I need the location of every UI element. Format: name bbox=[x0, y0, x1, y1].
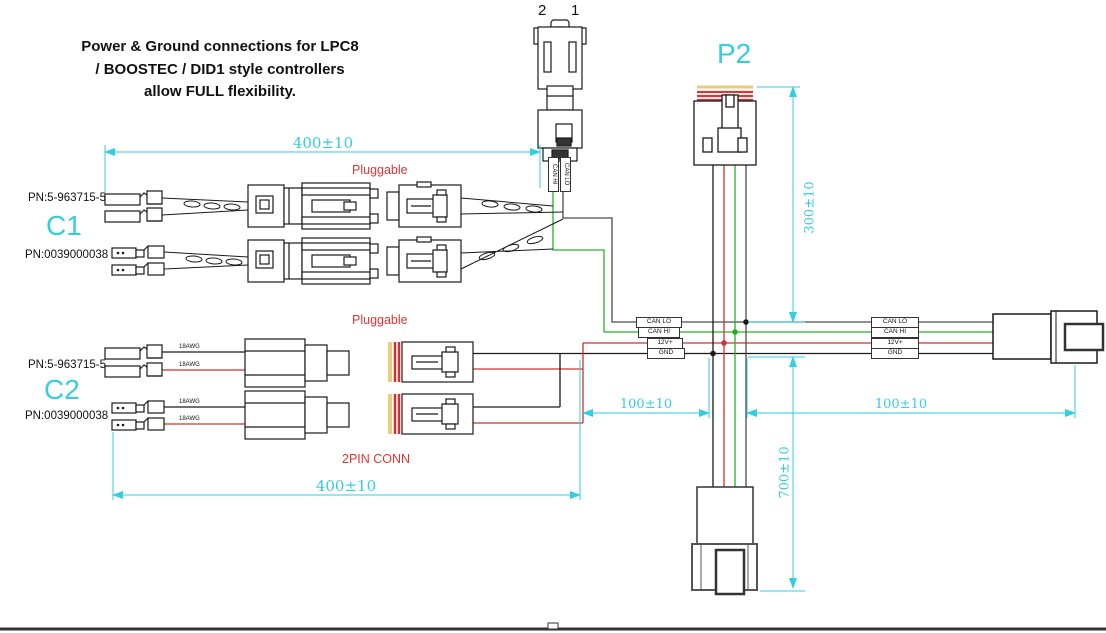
p2-pigtail-wires bbox=[712, 165, 747, 487]
title-line-1: Power & Ground connections for LPC8 bbox=[81, 38, 359, 55]
c1-connector-bottom bbox=[247, 236, 462, 285]
c1-label: C1 bbox=[46, 210, 82, 241]
can-plug-connector bbox=[533, 19, 587, 162]
c1-pluggable-label: Pluggable bbox=[352, 163, 408, 177]
c1-terminal-pins bbox=[104, 190, 165, 276]
gnd-branch bbox=[473, 353, 561, 408]
pin-number-2: 2 bbox=[538, 2, 547, 19]
junction-dots bbox=[710, 319, 749, 357]
c2-wires bbox=[162, 351, 245, 425]
dim-left-100: 100±10 bbox=[619, 397, 673, 412]
c2-pluggable-label: Pluggable bbox=[352, 313, 408, 327]
c1-twisted-pairs bbox=[161, 197, 564, 270]
can-lo-wire-tag: CAN LO bbox=[560, 157, 571, 192]
sheet-border bbox=[0, 622, 1106, 631]
dim-700: 700±10 bbox=[777, 446, 793, 499]
c2-pn-top: PN:5-963715-5 bbox=[28, 359, 106, 371]
bus-right-gnd: GND bbox=[871, 348, 919, 359]
dimension-lines bbox=[104, 86, 1076, 592]
awg-label-1: 18AWG bbox=[179, 344, 200, 350]
c2-connector-bottom bbox=[244, 390, 475, 440]
bus-left-gnd: GND bbox=[647, 348, 685, 359]
bus-wires bbox=[473, 160, 993, 424]
dim-top-400: 400±10 bbox=[292, 134, 354, 152]
can-hi-wire-tag: CAN HI bbox=[548, 157, 559, 192]
bus-right-can-hi: CAN HI bbox=[871, 327, 919, 338]
c2-terminal-pins bbox=[104, 344, 165, 431]
p2-connector bbox=[693, 85, 757, 166]
12v-branch bbox=[473, 343, 584, 424]
title: Power & Ground connections for LPC8 / BO… bbox=[60, 36, 380, 104]
dim-300: 300±10 bbox=[802, 181, 818, 234]
title-line-2: / BOOSTEC / DID1 style controllers bbox=[95, 60, 345, 78]
bottom-connector bbox=[691, 486, 758, 596]
title-line-3: allow FULL flexibility. bbox=[144, 83, 296, 100]
dim-bottom-400: 400±10 bbox=[315, 477, 377, 495]
can-lo-wire bbox=[562, 160, 993, 323]
c2-connector-top bbox=[244, 338, 475, 388]
awg-label-3: 18AWG bbox=[179, 399, 200, 405]
c1-pn-bottom: PN:0039000038 bbox=[25, 249, 109, 261]
right-connector bbox=[992, 310, 1105, 364]
c1-connector-top bbox=[247, 181, 462, 230]
awg-label-2: 18AWG bbox=[179, 362, 200, 368]
c1-pn-top: PN:5-963715-5 bbox=[28, 192, 106, 204]
p2-label: P2 bbox=[717, 38, 752, 69]
pin-number-1: 1 bbox=[571, 2, 580, 19]
c2-pn-bottom: PN:0039000038 bbox=[25, 410, 109, 422]
bus-left-can-hi: CAN HI bbox=[638, 327, 680, 338]
dim-right-100: 100±10 bbox=[874, 397, 928, 412]
awg-label-4: 18AWG bbox=[179, 416, 200, 422]
c2-conn-type-label: 2PIN CONN bbox=[342, 452, 411, 466]
c2-label: C2 bbox=[44, 374, 80, 405]
can-hi-wire bbox=[552, 160, 993, 333]
